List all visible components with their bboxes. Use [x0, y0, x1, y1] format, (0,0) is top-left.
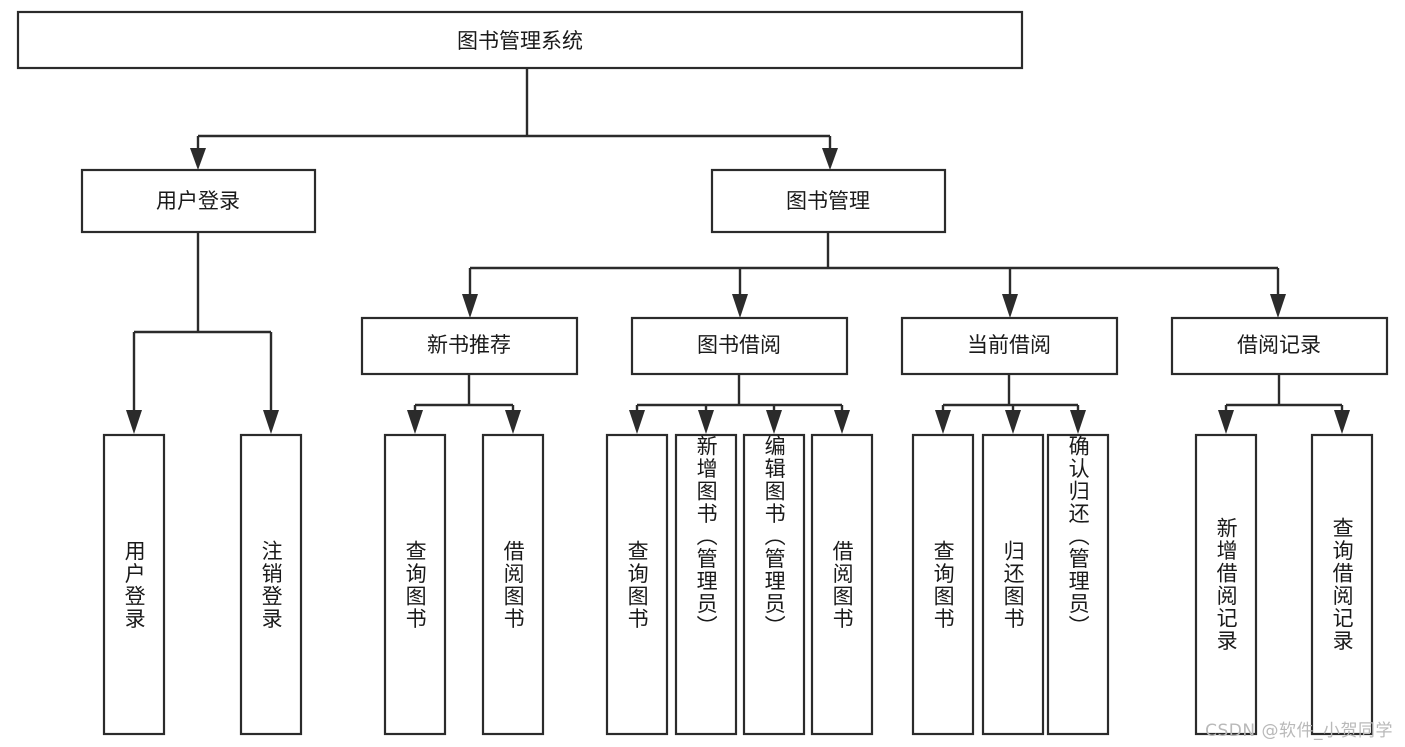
arrow-head-icon — [935, 410, 951, 434]
connector-book-management-to-level3 — [462, 232, 1286, 318]
leaf-box-edit-book-admin[interactable] — [742, 433, 806, 736]
node-book-management[interactable]: 图书管理 — [710, 168, 947, 234]
book-borrow-label: 图书借阅 — [697, 333, 781, 357]
node-current-borrow[interactable]: 当前借阅 — [900, 316, 1119, 376]
leaf-box-query-book-borrow[interactable] — [605, 433, 669, 736]
node-root[interactable]: 图书管理系统 — [16, 10, 1024, 70]
connector-current-borrow-to-leaves — [935, 374, 1086, 434]
arrow-head-icon — [1005, 410, 1021, 434]
watermark: CSDN @软件_小贺同学 — [1205, 721, 1393, 741]
new-book-recommend-box[interactable] — [360, 316, 579, 376]
arrow-head-icon — [1270, 294, 1286, 318]
book-management-label: 图书管理 — [786, 189, 870, 213]
user-login-label: 用户登录 — [156, 189, 240, 213]
leaf-box-query-book-current[interactable] — [911, 433, 975, 736]
new-book-recommend-label: 新书推荐 — [427, 333, 511, 357]
current-borrow-box[interactable] — [900, 316, 1119, 376]
arrow-head-icon — [1002, 294, 1018, 318]
connector-new-book-recommend-to-leaves — [407, 374, 521, 434]
leaf-box-return-book[interactable] — [981, 433, 1045, 736]
root-label: 图书管理系统 — [457, 29, 583, 53]
leaf-box-borrow-book-rec[interactable] — [481, 433, 545, 736]
arrow-head-icon — [1334, 410, 1350, 434]
arrow-head-icon — [462, 294, 478, 318]
arrow-head-icon — [1218, 410, 1234, 434]
arrow-head-icon — [834, 410, 850, 434]
leaf-box-query-book-rec[interactable] — [383, 433, 447, 736]
leaf-box-confirm-return-admin[interactable] — [1046, 433, 1110, 736]
current-borrow-label: 当前借阅 — [967, 333, 1051, 357]
arrow-head-icon — [1070, 410, 1086, 434]
leaf-box-borrow-book[interactable] — [810, 433, 874, 736]
node-borrow-records[interactable]: 借阅记录 — [1170, 316, 1389, 376]
connector-user-login-to-leaves — [126, 232, 279, 434]
root-box[interactable] — [16, 10, 1024, 70]
arrow-head-icon — [732, 294, 748, 318]
leaf-box-user-login[interactable] — [102, 433, 166, 736]
user-login-box[interactable] — [80, 168, 317, 234]
arrow-head-icon — [126, 410, 142, 434]
arrow-head-icon — [263, 410, 279, 434]
leaf-box-add-borrow-record[interactable] — [1194, 433, 1258, 736]
arrow-head-icon — [407, 410, 423, 434]
leaf-box-add-book-admin[interactable] — [674, 433, 738, 736]
connector-root-to-level2 — [190, 68, 838, 170]
arrow-head-icon — [698, 410, 714, 434]
node-new-book-recommend[interactable]: 新书推荐 — [360, 316, 579, 376]
arrow-head-icon — [822, 148, 838, 170]
node-user-login[interactable]: 用户登录 — [80, 168, 317, 234]
leaf-box-logout[interactable] — [239, 433, 303, 736]
node-book-borrow[interactable]: 图书借阅 — [630, 316, 849, 376]
arrow-head-icon — [505, 410, 521, 434]
arrow-head-icon — [629, 410, 645, 434]
arrow-head-icon — [190, 148, 206, 170]
arrow-head-icon — [766, 410, 782, 434]
connector-borrow-records-to-leaves — [1218, 374, 1350, 434]
leaf-box-query-borrow-record[interactable] — [1310, 433, 1374, 736]
connector-book-borrow-to-leaves — [629, 374, 850, 434]
borrow-records-label: 借阅记录 — [1237, 333, 1321, 357]
